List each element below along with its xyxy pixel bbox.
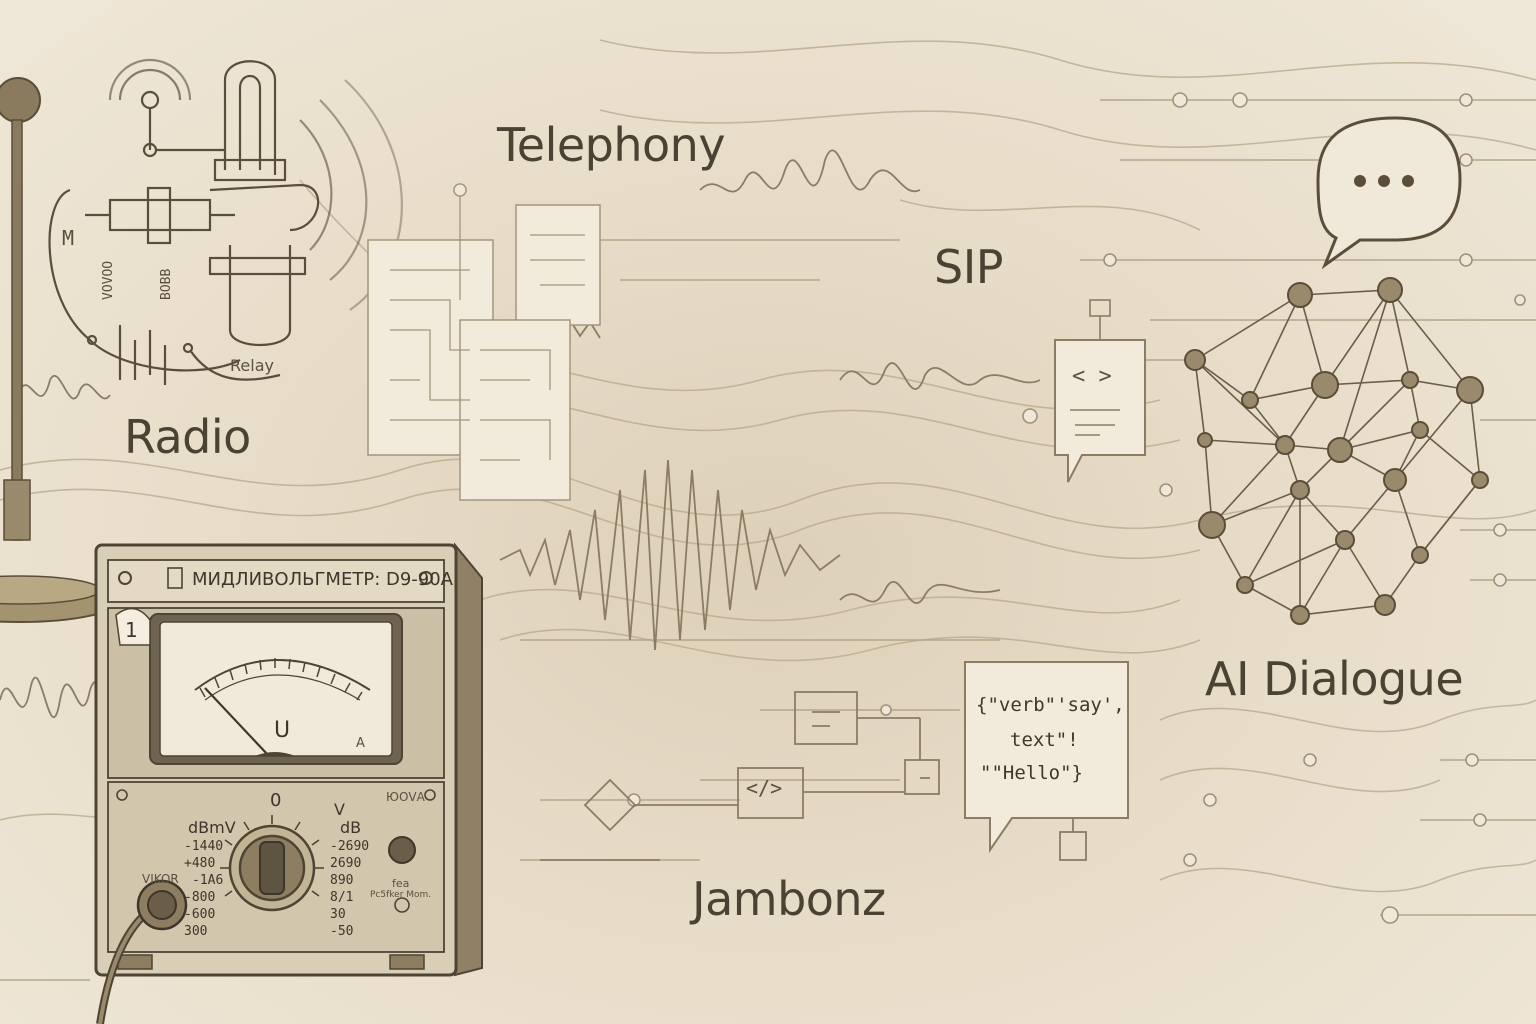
- svg-text:M: M: [62, 226, 74, 250]
- jambonz-code-glyph: </>: [746, 776, 783, 800]
- code-bubble-line-3: ""Hello"}: [980, 762, 1083, 784]
- radio-schematic-marks: M VOVOO BOBB: [62, 226, 174, 300]
- radio-schematic: [48, 58, 403, 385]
- left-scale-value: -1A6: [192, 873, 224, 888]
- telephony-documents: [367, 183, 601, 501]
- right-scale-value: 2690: [330, 856, 362, 871]
- left-scale-value: -600: [184, 907, 216, 922]
- relay-label: Relay: [230, 356, 274, 375]
- code-bubble-line-1: {"verb"'say',: [976, 694, 1125, 716]
- speech-bubble-icon: [1316, 116, 1462, 270]
- meter-badge: 1: [125, 618, 138, 642]
- jambonz-flow-diagram: [540, 691, 1087, 861]
- code-bubble-line-2: text"!: [1010, 729, 1079, 751]
- left-scale-value: -800: [184, 890, 216, 905]
- meter-needle-label: U: [274, 718, 291, 743]
- meter-unit-right: dB: [340, 818, 362, 837]
- svg-text:BOBB: BOBB: [159, 269, 174, 300]
- meter-unit-right-top: V: [334, 800, 345, 819]
- heading-telephony: Telephony: [497, 118, 726, 172]
- right-scale-value: -50: [330, 924, 354, 939]
- right-scale-value: 890: [330, 873, 354, 888]
- meter-fea-label: fea: [392, 877, 410, 890]
- heading-sip: SIP: [934, 240, 1004, 294]
- left-scale-value: 300: [184, 924, 208, 939]
- meter-zero-label: 0: [270, 790, 282, 811]
- meter-corner-label: A: [356, 736, 365, 751]
- sip-document: [1054, 299, 1146, 483]
- code-bubble-shape: [964, 661, 1129, 854]
- meter-right-scale: -2690 2690 890 8/1 30 -50: [330, 838, 369, 940]
- left-scale-value: -1440: [184, 839, 224, 854]
- right-scale-value: 30: [330, 907, 346, 922]
- sip-code-glyph: < >: [1072, 364, 1112, 389]
- meter-vikor-label: VIKOR: [142, 872, 179, 886]
- svg-text:VOVOO: VOVOO: [101, 261, 116, 300]
- meter-fea-sub: Pc5fker Mom.: [370, 890, 432, 900]
- central-waveform: [0, 149, 1041, 718]
- meter-unit-left: dBmV: [188, 818, 236, 837]
- heading-radio: Radio: [124, 410, 251, 464]
- meter-brand: ЮОVА: [386, 790, 425, 804]
- antenna-pole: [0, 77, 121, 623]
- right-scale-value: 8/1: [330, 890, 354, 905]
- heading-ai-dialogue: AI Dialogue: [1205, 652, 1464, 706]
- heading-jambonz: Jambonz: [692, 872, 886, 926]
- meter-title: МИДЛИВОЛЬГМЕТР: D9-90A: [192, 569, 453, 590]
- meter-left-scale: -1440 +480 -1A6 -800 -600 300: [184, 838, 223, 940]
- millivoltmeter-device: [94, 542, 483, 1024]
- left-scale-value: +480: [184, 856, 216, 871]
- neural-network-graph: [1184, 277, 1489, 625]
- right-scale-value: -2690: [330, 839, 370, 854]
